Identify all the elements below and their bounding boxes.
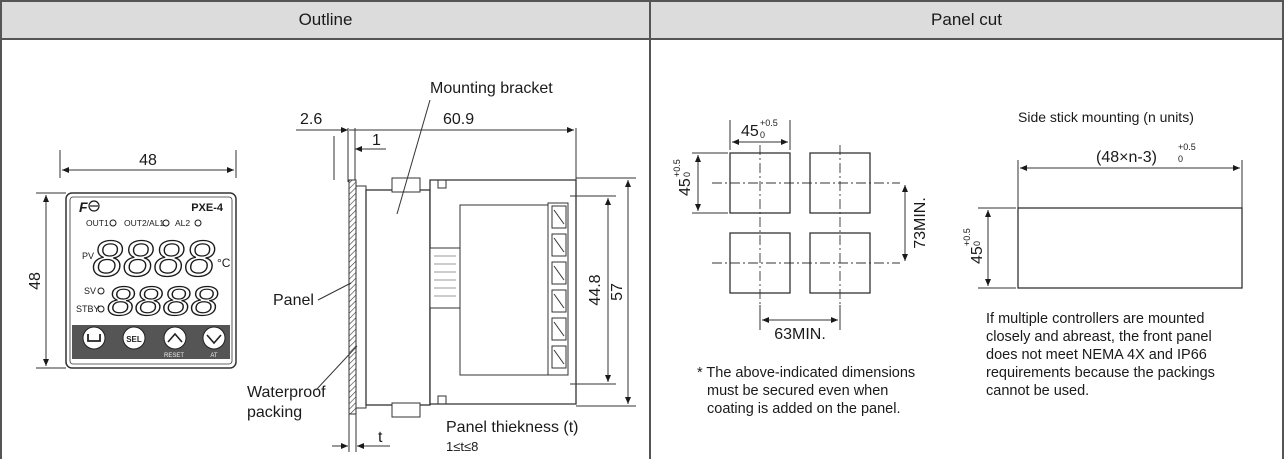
case-inner	[459, 204, 549, 376]
cut-height-tol-upper: +0.5	[672, 159, 682, 177]
front-height-label: 48	[27, 272, 44, 290]
outline-header-label: Outline	[298, 10, 353, 29]
nema-warning: If multiple controllers are mounted clos…	[986, 310, 1276, 400]
coating-note: * The above-indicated dimensions must be…	[697, 364, 957, 418]
out2-label: OUT2/AL1	[124, 218, 164, 228]
cut-height-label: 45	[677, 178, 694, 196]
vertical-min-label: 73MIN.	[912, 197, 929, 249]
al2-label: AL2	[175, 218, 190, 228]
side-stick-cutout	[1017, 207, 1243, 289]
cut-width-tol-lower: 0	[760, 130, 765, 140]
cut-width-tol-upper: +0.5	[760, 118, 778, 128]
terminal-block	[547, 202, 569, 376]
packing-label: packing	[247, 404, 302, 421]
mounting-bracket-label: Mounting bracket	[430, 80, 553, 97]
side-height-tol-lower: 0	[972, 241, 982, 246]
dim-60-9-label: 60.9	[443, 111, 474, 128]
pv-label: PV	[82, 251, 94, 261]
side-height-tol-upper: +0.5	[962, 228, 972, 246]
dim-t-label: t	[378, 429, 383, 446]
stby-led-icon	[97, 305, 105, 313]
side-height-label: 45	[969, 246, 986, 264]
waterproof-label: Waterproof	[247, 384, 326, 401]
front-view: 48 48 F PXE-4 OUT1 OUT2/AL1 AL2 PV 8888 …	[27, 150, 237, 369]
thickness-range-label: 1≤t≤8	[446, 439, 478, 454]
center-divider	[649, 38, 651, 459]
warning-line-3: does not meet NEMA 4X and IP66	[986, 347, 1207, 363]
warning-line-5: cannot be used.	[986, 383, 1090, 399]
al2-led-icon	[194, 219, 202, 227]
reset-label: RESET	[164, 353, 184, 359]
panel-cut-grid: 45 +0.5 0 45 +0.5 0 73MIN. 63MIN.	[672, 118, 929, 343]
pv-display: 8888	[92, 230, 216, 287]
out2-led-icon	[162, 219, 170, 227]
brand-logo: F	[79, 199, 88, 215]
panel-cut-header-label: Panel cut	[931, 10, 1002, 29]
outline-header: Outline	[0, 0, 651, 40]
model-label: PXE-4	[191, 202, 224, 214]
at-label: AT	[210, 353, 218, 359]
left-border	[0, 38, 2, 459]
coating-note-line-2: must be secured even when	[707, 383, 889, 399]
side-width-label: (48×n-3)	[1096, 149, 1157, 166]
brand-mark-icon	[88, 200, 100, 212]
controller-face	[65, 192, 237, 369]
connector	[429, 247, 461, 309]
enter-key-icon	[82, 326, 106, 350]
dim-2-6-label: 2.6	[300, 111, 322, 128]
side-stick-title: Side stick mounting (n units)	[1018, 109, 1194, 125]
right-border	[1282, 38, 1284, 459]
sel-key-label: SEL	[126, 335, 142, 344]
side-stick-drawing: Side stick mounting (n units) (48×n-3) +…	[962, 109, 1243, 289]
front-width-label: 48	[139, 152, 157, 169]
panel-wall	[348, 179, 357, 415]
stby-label: STBY	[76, 304, 100, 314]
side-width-tol-lower: 0	[1178, 154, 1183, 164]
warning-line-2: closely and abreast, the front panel	[986, 329, 1212, 345]
side-width-tol-upper: +0.5	[1178, 142, 1196, 152]
cut-width-label: 45	[741, 123, 759, 140]
sv-display: 8888	[107, 278, 218, 324]
unit-label: °C	[217, 256, 231, 270]
warning-line-4: requirements because the packings	[986, 365, 1215, 381]
up-key-icon	[163, 326, 187, 350]
warning-line-1: If multiple controllers are mounted	[986, 311, 1205, 327]
coating-note-line-3: coating is added on the panel.	[707, 401, 901, 417]
coating-note-line-1: * The above-indicated dimensions	[697, 365, 916, 381]
cut-height-tol-lower: 0	[682, 172, 692, 177]
panel-label: Panel	[273, 292, 314, 309]
horizontal-min-label: 63MIN.	[774, 326, 826, 343]
sel-key	[122, 326, 146, 350]
out1-led-icon	[109, 219, 117, 227]
side-view: 2.6 60.9 1	[247, 80, 636, 454]
dim-57-label: 57	[609, 283, 626, 301]
thickness-label: Panel thiekness (t)	[446, 419, 579, 436]
out1-label: OUT1	[86, 218, 109, 228]
sv-label: SV	[84, 286, 96, 296]
panel-cut-header: Panel cut	[649, 0, 1284, 40]
dim-1-label: 1	[372, 132, 381, 149]
dim-44-8-label: 44.8	[587, 274, 604, 305]
sv-led-icon	[97, 287, 105, 295]
waterproof-packing	[355, 185, 367, 409]
mounting-bracket	[365, 189, 431, 406]
down-key-icon	[202, 326, 226, 350]
